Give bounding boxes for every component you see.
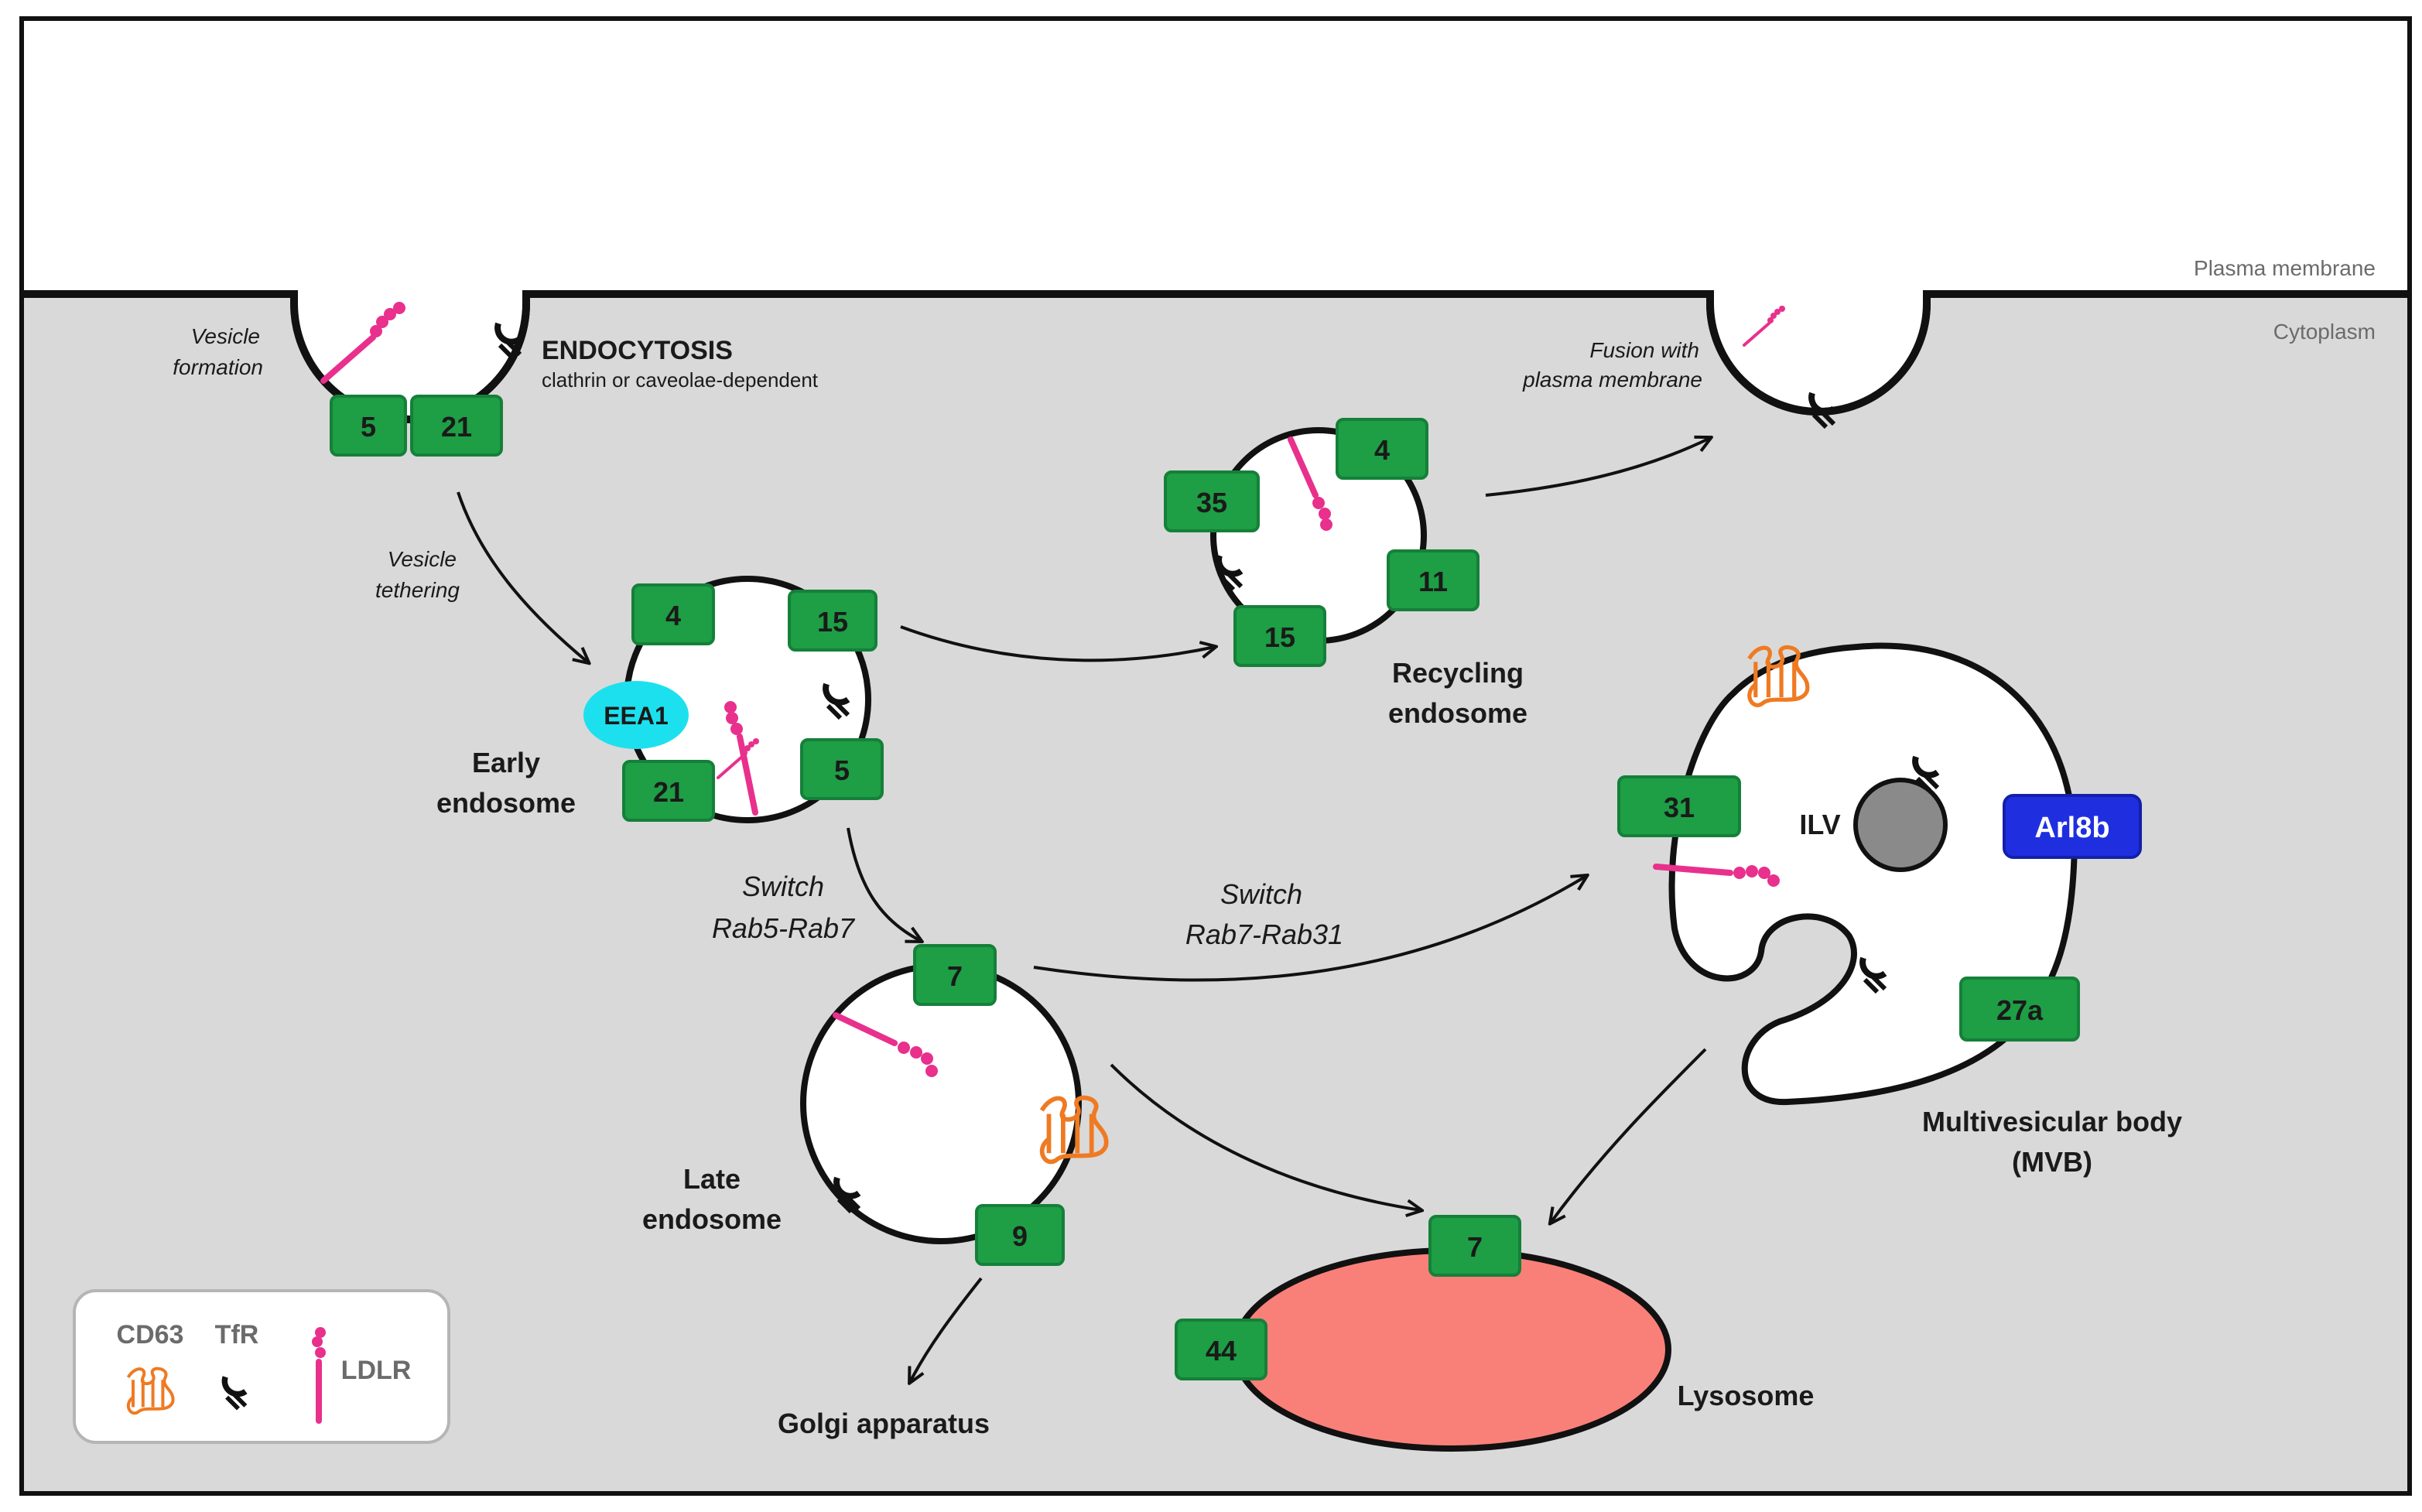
svg-text:27a: 27a — [1996, 994, 2044, 1026]
arrow-late-to-lysosome — [1110, 1063, 1421, 1210]
rab-badge: 21 — [622, 760, 715, 822]
svg-text:44: 44 — [1206, 1335, 1237, 1367]
svg-text:7: 7 — [1467, 1231, 1483, 1263]
rab-badge: 21 — [410, 395, 503, 457]
plasma-membrane-label: Plasma membrane — [2194, 256, 2376, 280]
rab-badge: 35 — [1164, 470, 1260, 532]
svg-text:11: 11 — [1418, 566, 1448, 597]
switch-rab5-rab7-label-2: Rab5-Rab7 — [712, 912, 856, 944]
svg-text:15: 15 — [1264, 621, 1295, 653]
early-endosome-label-2: endosome — [436, 787, 576, 819]
arrow-mvb-to-lysosome — [1551, 1048, 1707, 1223]
svg-text:4: 4 — [665, 600, 681, 631]
vesicle-formation-label-1: Vesicle — [191, 324, 260, 348]
svg-text:9: 9 — [1012, 1220, 1028, 1252]
ilv — [1853, 778, 1948, 872]
ilv-label: ILV — [1799, 809, 1840, 840]
early-endosome-label-1: Early — [472, 747, 540, 778]
svg-text:35: 35 — [1196, 487, 1227, 518]
arrow-recycling-to-membrane — [1485, 438, 1710, 497]
endocytic-pit — [294, 294, 526, 419]
svg-text:5: 5 — [361, 411, 376, 443]
svg-text:15: 15 — [817, 606, 848, 638]
rab-badge: 4 — [1336, 418, 1428, 480]
rab-badge: 9 — [975, 1204, 1065, 1266]
rab-badge: 11 — [1387, 549, 1480, 611]
rab-badge: 5 — [800, 738, 884, 800]
eea1-label: EEA1 — [604, 702, 669, 730]
switch-rab7-rab31-label-2: Rab7-Rab31 — [1185, 918, 1343, 950]
rab-badge: 7 — [913, 944, 997, 1006]
rab-badge: 15 — [788, 590, 877, 652]
vesicle-tethering-label-1: Vesicle — [388, 547, 457, 571]
rab-badge: 27a — [1959, 977, 2080, 1042]
rab-badge: 15 — [1233, 605, 1326, 667]
rab-badge: 4 — [631, 583, 715, 645]
fusion-label-1: Fusion with — [1589, 338, 1699, 362]
mvb-label-2: (MVB) — [2012, 1146, 2092, 1178]
late-endosome-label-1: Late — [683, 1163, 741, 1195]
cytoplasm-label: Cytoplasm — [2273, 320, 2376, 344]
svg-text:7: 7 — [947, 960, 963, 992]
svg-text:5: 5 — [834, 754, 850, 786]
svg-text:21: 21 — [441, 411, 472, 443]
exocytic-pit — [1710, 294, 1927, 412]
legend-tfr-label: TfR — [215, 1320, 259, 1350]
lysosome — [1232, 1247, 1671, 1452]
arrow-late-to-mvb — [1033, 876, 1586, 982]
lysosome-label: Lysosome — [1678, 1380, 1815, 1411]
arrow-late-to-golgi — [910, 1277, 983, 1382]
arrow-early-to-recycling — [900, 625, 1215, 662]
arrow-vesicle-to-early — [457, 491, 588, 662]
mvb-label-1: Multivesicular body — [1922, 1106, 2182, 1137]
legend: CD63 TfR LDLR — [73, 1289, 450, 1444]
endocytosis-title: ENDOCYTOSIS — [542, 336, 733, 365]
legend-cd63-label: CD63 — [117, 1320, 184, 1350]
eea1-marker — [583, 681, 689, 749]
recycling-endosome-label-1: Recycling — [1392, 657, 1524, 689]
rab-badge: 44 — [1175, 1319, 1267, 1380]
svg-text:4: 4 — [1374, 434, 1390, 466]
vesicle-formation-label-2: formation — [173, 355, 263, 379]
switch-rab7-rab31-label-1: Switch — [1220, 878, 1302, 910]
legend-ldlr-label: LDLR — [341, 1356, 412, 1385]
svg-text:31: 31 — [1664, 792, 1695, 823]
fusion-label-2: plasma membrane — [1522, 368, 1702, 392]
late-endosome-label-2: endosome — [642, 1203, 782, 1235]
figure-frame — [19, 16, 2412, 1496]
endocytosis-subtitle: clathrin or caveolae-dependent — [542, 368, 819, 392]
svg-text:21: 21 — [653, 776, 684, 808]
arl8b-label: Arl8b — [2034, 812, 2109, 844]
recycling-endosome-label-2: endosome — [1388, 697, 1527, 729]
switch-rab5-rab7-label-1: Switch — [742, 871, 824, 902]
rab-badge: 7 — [1428, 1215, 1521, 1277]
vesicle-tethering-label-2: tethering — [375, 578, 460, 602]
extracellular-space — [22, 19, 2410, 294]
late-endosome — [800, 963, 1082, 1244]
rab-badge: 31 — [1617, 775, 1741, 837]
golgi-label: Golgi apparatus — [778, 1408, 990, 1439]
arrow-early-to-late — [847, 827, 921, 941]
rab-badge: 5 — [330, 395, 407, 457]
arl8b-marker — [2003, 794, 2142, 859]
